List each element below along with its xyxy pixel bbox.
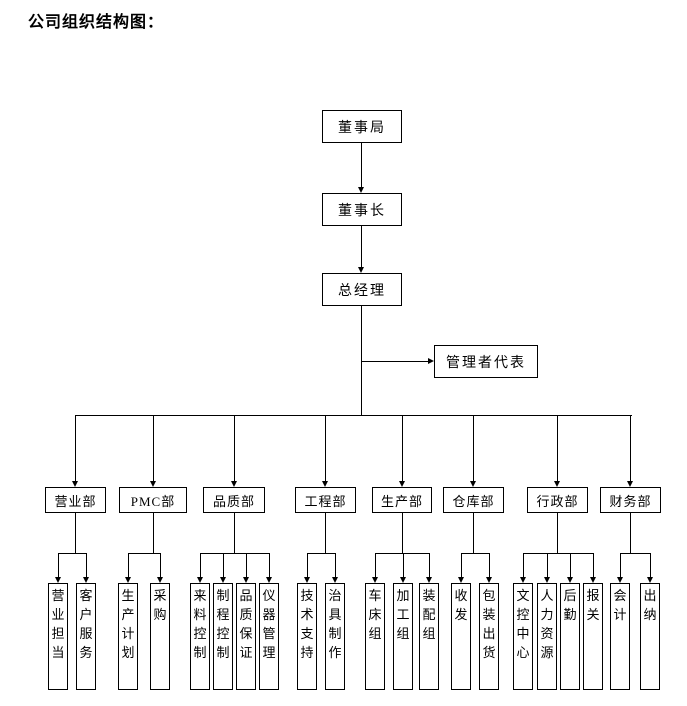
connector-dept-2-child-0 — [197, 553, 203, 583]
node-sub-0-0: 营业担当 — [48, 583, 68, 690]
connector-bus-dept-2 — [231, 415, 237, 487]
connector-bus-dept-5 — [470, 415, 476, 487]
node-sub-2-1: 制程控制 — [213, 583, 233, 690]
page-title: 公司组织结构图： — [28, 14, 165, 31]
node-dept-2: 品质部 — [203, 487, 265, 513]
connector-dept-4-child-2 — [426, 553, 432, 583]
node-sub-1-1: 采购 — [150, 583, 170, 690]
connector-dept-4-bus — [375, 553, 429, 554]
connector-dept-0-stub — [75, 513, 76, 553]
node-dept-6: 行政部 — [527, 487, 588, 513]
connector-dept-3-bus — [307, 553, 335, 554]
connector-dept-6-bus — [523, 553, 593, 554]
connector-dept-0-child-0 — [55, 553, 61, 583]
connector-gm-bus — [361, 306, 362, 415]
node-sub-2-2: 品质保证 — [236, 583, 256, 690]
connector-dept-7-stub — [630, 513, 631, 553]
node-sub-4-1: 加工组 — [393, 583, 413, 690]
connector-dept-5-stub — [473, 513, 474, 553]
node-sub-6-3: 报关 — [583, 583, 603, 690]
node-management-rep: 管理者代表 — [434, 345, 538, 378]
node-sub-4-2: 装配组 — [419, 583, 439, 690]
node-sub-6-0: 文控中心 — [513, 583, 533, 690]
connector-dept-6-stub — [557, 513, 558, 553]
connector-dept-1-child-0 — [125, 553, 131, 583]
connector-dept-4-child-0 — [372, 553, 378, 583]
node-sub-5-1: 包装出货 — [479, 583, 499, 690]
connector-dept-7-bus — [620, 553, 650, 554]
connector-bus-dept-4 — [399, 415, 405, 487]
connector-chairman-gm — [358, 226, 364, 273]
connector-bus-dept-3 — [322, 415, 328, 487]
node-dept-7: 财务部 — [600, 487, 661, 513]
connector-dept-7-child-0 — [617, 553, 623, 583]
node-board: 董事局 — [322, 110, 402, 143]
connector-dept-2-bus — [200, 553, 269, 554]
node-chairman: 董事长 — [322, 193, 402, 226]
connector-dept-1-child-1 — [157, 553, 163, 583]
connector-dept-3-child-1 — [332, 553, 338, 583]
connector-dept-6-child-1 — [544, 553, 550, 583]
connector-dept-6-child-0 — [520, 553, 526, 583]
connector-dept-3-child-0 — [304, 553, 310, 583]
connector-dept-4-stub — [402, 513, 403, 553]
connector-dept-2-child-2 — [243, 553, 249, 583]
node-sub-3-1: 治具制作 — [325, 583, 345, 690]
node-dept-0: 营业部 — [45, 487, 106, 513]
connector-bus-dept-1 — [150, 415, 156, 487]
node-sub-5-0: 收发 — [451, 583, 471, 690]
connector-gm-management-rep — [362, 358, 434, 364]
node-sub-6-1: 人力资源 — [537, 583, 557, 690]
connector-dept-2-child-1 — [220, 553, 226, 583]
connector-main-bus — [75, 415, 632, 416]
connector-dept-6-child-2 — [567, 553, 573, 583]
connector-dept-3-stub — [325, 513, 326, 553]
connector-dept-5-bus — [461, 553, 489, 554]
connector-bus-dept-7 — [627, 415, 633, 487]
node-sub-1-0: 生产计划 — [118, 583, 138, 690]
node-sub-6-2: 后勤 — [560, 583, 580, 690]
connector-dept-5-child-1 — [486, 553, 492, 583]
connector-board-chairman — [358, 143, 364, 193]
node-dept-1: PMC部 — [119, 487, 187, 513]
connector-bus-dept-6 — [554, 415, 560, 487]
connector-dept-4-child-1 — [400, 553, 406, 583]
node-dept-4: 生产部 — [372, 487, 432, 513]
node-sub-7-1: 出纳 — [640, 583, 660, 690]
node-sub-0-1: 客户服务 — [76, 583, 96, 690]
node-sub-2-3: 仪器管理 — [259, 583, 279, 690]
node-general-manager: 总经理 — [322, 273, 402, 306]
connector-dept-0-child-1 — [83, 553, 89, 583]
connector-dept-1-stub — [153, 513, 154, 553]
connector-dept-5-child-0 — [458, 553, 464, 583]
connector-dept-2-child-3 — [266, 553, 272, 583]
connector-dept-1-bus — [128, 553, 160, 554]
connector-dept-6-child-3 — [590, 553, 596, 583]
node-sub-2-0: 来料控制 — [190, 583, 210, 690]
connector-bus-dept-0 — [72, 415, 78, 487]
node-sub-3-0: 技术支持 — [297, 583, 317, 690]
node-dept-5: 仓库部 — [443, 487, 504, 513]
node-sub-4-0: 车床组 — [365, 583, 385, 690]
connector-dept-2-stub — [234, 513, 235, 553]
connector-dept-0-bus — [58, 553, 86, 554]
node-sub-7-0: 会计 — [610, 583, 630, 690]
connector-dept-7-child-1 — [647, 553, 653, 583]
node-dept-3: 工程部 — [295, 487, 356, 513]
